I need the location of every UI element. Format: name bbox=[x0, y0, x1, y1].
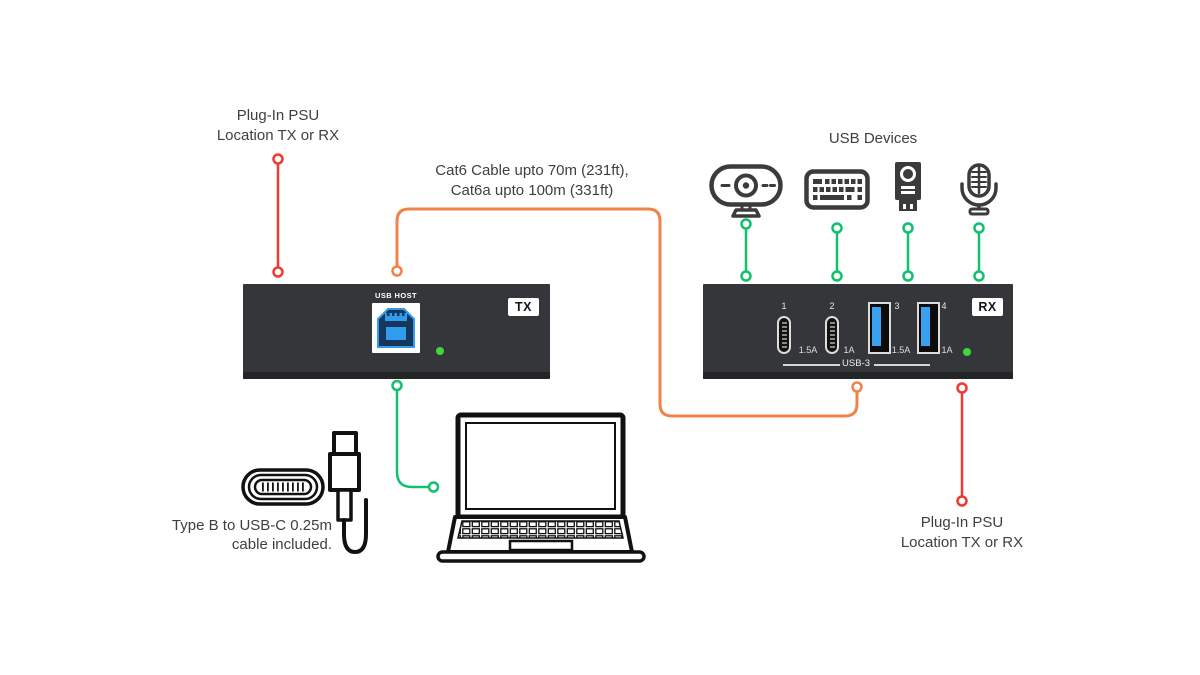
usb-a-port-3-tongue bbox=[872, 307, 881, 346]
psu-label-left-line1: Plug-In PSU bbox=[236, 107, 320, 124]
usb-a-port-3 bbox=[868, 302, 891, 354]
device-keyboard bbox=[804, 169, 870, 215]
usb-c-port-1 bbox=[777, 316, 791, 354]
port-3-number: 3 bbox=[894, 301, 900, 311]
usb-c-port-2-pins bbox=[829, 322, 835, 348]
laptop-icon bbox=[436, 412, 646, 563]
device-microphone bbox=[957, 163, 1001, 222]
psu-label-right-line1: Plug-In PSU bbox=[920, 514, 1004, 531]
psu-label-left: Plug-In PSU Location TX or RX bbox=[178, 106, 378, 146]
usb-flash-drive-icon bbox=[895, 162, 921, 211]
usb3-separator-right bbox=[874, 364, 930, 366]
port-2-number: 2 bbox=[829, 301, 835, 311]
keyboard-icon bbox=[804, 169, 870, 210]
usb-cable-plug-illustration bbox=[326, 430, 376, 563]
rx-unit: 1 2 3 4 1.5A 1A 1.5A 1A USB-3 RX bbox=[703, 284, 1013, 379]
port-1-amperage: 1.5A bbox=[798, 345, 818, 355]
cable-included-line2: cable included. bbox=[231, 536, 332, 553]
usb-cable-plug-icon bbox=[328, 431, 368, 554]
cat6-cable-line bbox=[391, 207, 863, 418]
cat6-label-line2: Cat6a upto 100m (331ft) bbox=[450, 182, 614, 199]
port-1-number: 1 bbox=[781, 301, 787, 311]
port-3-amperage: 1.5A bbox=[891, 345, 911, 355]
rx-badge: RX bbox=[972, 298, 1003, 316]
usb-c-port-1-pins bbox=[781, 322, 787, 348]
port-2-amperage: 1A bbox=[843, 345, 855, 355]
tx-laptop-link bbox=[391, 379, 440, 493]
device-webcam bbox=[708, 163, 784, 224]
psu-label-right-line2: Location TX or RX bbox=[900, 534, 1024, 551]
psu-connector-right bbox=[956, 382, 968, 507]
usb-devices-title: USB Devices bbox=[828, 130, 918, 147]
cable-included-label: Type B to USB-C 0.25m cable included. bbox=[140, 516, 332, 554]
laptop bbox=[436, 410, 646, 570]
usb-b-plug-icon bbox=[377, 308, 415, 348]
usb-b-host-port bbox=[372, 303, 420, 353]
usb-c-port-2 bbox=[825, 316, 839, 354]
cat6-cable-label: Cat6 Cable upto 70m (231ft), Cat6a upto … bbox=[420, 161, 644, 201]
port-4-number: 4 bbox=[941, 301, 947, 311]
tx-unit: USB HOST TX bbox=[243, 284, 550, 379]
tx-status-led bbox=[436, 347, 444, 355]
usb-a-port-4 bbox=[917, 302, 940, 354]
usb-c-connector-icon bbox=[241, 468, 325, 506]
device-links bbox=[740, 218, 985, 282]
cat6-label-line1: Cat6 Cable upto 70m (231ft), bbox=[435, 162, 629, 179]
microphone-icon bbox=[960, 163, 998, 216]
device-usb-flash-drive bbox=[893, 160, 923, 219]
tx-badge: TX bbox=[508, 298, 539, 316]
usb-c-connector-illustration bbox=[240, 466, 328, 513]
usb3-group-label: USB-3 bbox=[842, 358, 870, 369]
usb-a-port-4-tongue bbox=[921, 307, 930, 346]
cable-included-line1: Type B to USB-C 0.25m bbox=[171, 517, 332, 534]
psu-label-left-line2: Location TX or RX bbox=[216, 127, 340, 144]
psu-connector-left bbox=[272, 153, 284, 278]
usb-host-label: USB HOST bbox=[375, 291, 417, 300]
usb3-separator-left bbox=[783, 364, 840, 366]
rx-status-led bbox=[963, 348, 971, 356]
webcam-icon bbox=[709, 164, 783, 218]
psu-label-right: Plug-In PSU Location TX or RX bbox=[862, 513, 1062, 553]
port-4-amperage: 1A bbox=[941, 345, 953, 355]
